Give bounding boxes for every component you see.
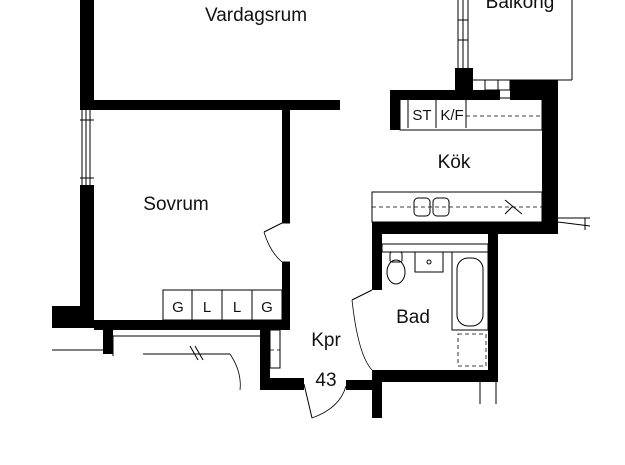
washbasin-icon <box>414 251 444 273</box>
window-icon <box>80 110 94 185</box>
bathtub-icon <box>451 251 489 331</box>
kitchen-cabinet-row: ST K/F <box>412 107 463 124</box>
wardrobe-row: G L L G <box>162 289 283 321</box>
wall-kpr-bottom-right <box>346 380 382 390</box>
wall-sovrum-right-lower <box>282 262 290 324</box>
bathroom-fixtures <box>269 243 489 369</box>
kitchen-fixtures <box>371 97 543 223</box>
wall-left-upper <box>80 0 94 110</box>
wall-entry-post <box>103 328 113 354</box>
wall-bath-left-lower <box>372 370 382 418</box>
room-label-kpr: Kpr <box>311 330 341 351</box>
wall-kitchen-left <box>390 90 400 130</box>
wall-bath-bottom <box>372 370 498 382</box>
toilet-icon <box>386 251 406 285</box>
wall-sovrum-right-upper <box>282 108 290 223</box>
kitchen-upper-counter <box>399 97 543 131</box>
room-label-sovrum: Sovrum <box>143 194 208 215</box>
room-label-bad: Bad <box>396 307 430 328</box>
cabinet-label-st: ST <box>412 107 431 124</box>
wall-kitchen-top <box>400 90 500 100</box>
entrance-door-icon[interactable] <box>143 345 241 391</box>
balcony-frame <box>457 0 573 91</box>
wall-sovrum-top <box>80 100 340 110</box>
wardrobe-label-4: G <box>261 299 273 316</box>
stove-icon <box>504 199 523 215</box>
wall-bath-right <box>488 232 498 378</box>
door-swing-icon[interactable] <box>263 222 290 263</box>
entry-door-icon[interactable] <box>303 383 347 419</box>
room-labels: Vardagsrum Balkong Sovrum Kök Bad Kpr 43 <box>143 0 554 391</box>
wall-left-lower <box>80 185 94 320</box>
apartment-number: 43 <box>315 370 336 391</box>
wall-kitchen-right <box>542 80 558 230</box>
washer-space <box>457 333 487 367</box>
wall-sovrum-bottom <box>94 320 290 330</box>
kitchen-window-icon <box>557 217 591 230</box>
wardrobe-label-3: L <box>233 299 241 316</box>
room-label-vardagsrum: Vardagsrum <box>205 5 307 26</box>
doors <box>143 222 373 419</box>
wardrobe-label-1: G <box>172 299 184 316</box>
kpr-closet <box>269 329 281 369</box>
cabinet-label-kf: K/F <box>440 107 463 124</box>
room-label-balkong: Balkong <box>486 0 555 13</box>
wall-bottom-left-block <box>52 306 94 328</box>
wall-kitchen-bottom <box>372 222 558 234</box>
sink-icon <box>413 197 450 217</box>
wall-kpr-bottom-left <box>260 378 304 390</box>
thin-lines <box>52 0 591 404</box>
walls <box>52 0 558 418</box>
wall-kpr-left <box>260 328 270 390</box>
room-label-kok: Kök <box>438 152 471 173</box>
wall-bath-left-upper <box>372 232 382 290</box>
bath-door-icon[interactable] <box>351 289 373 371</box>
wardrobe-label-2: L <box>203 299 211 316</box>
bath-shelf <box>381 243 489 253</box>
